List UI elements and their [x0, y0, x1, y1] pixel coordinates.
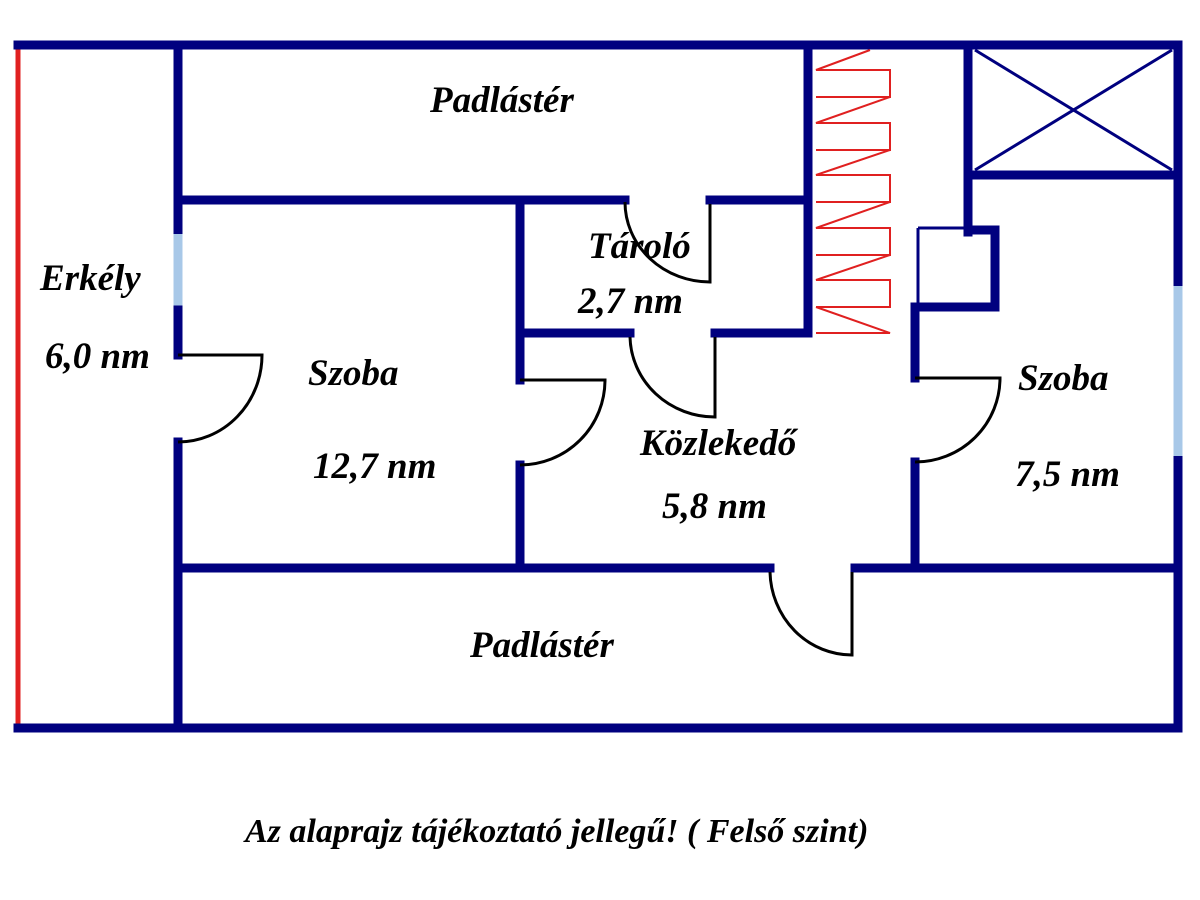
room-area-storage: 2,7 nm: [578, 281, 683, 322]
door-room-left: [519, 378, 607, 467]
room-label-attic-bottom: Padlástér: [470, 625, 614, 666]
room-label-storage: Tároló: [588, 226, 691, 267]
room-area-balcony: 6,0 nm: [45, 336, 150, 377]
room-area-room-left: 12,7 nm: [313, 446, 437, 487]
shaft-cross: [974, 48, 1173, 172]
door-balcony: [177, 353, 264, 444]
door-room-right: [914, 376, 1002, 464]
footer-note: Az alaprajz tájékoztató jellegű! ( Felső…: [245, 813, 869, 850]
room-label-attic-top: Padlástér: [430, 80, 574, 121]
room-label-room-left: Szoba: [308, 353, 399, 394]
room-label-balcony: Erkély: [40, 258, 141, 299]
room-area-room-right: 7,5 nm: [1015, 454, 1120, 495]
door-storage-top: [623, 201, 712, 284]
door-storage: [628, 336, 717, 419]
stairs: [815, 49, 891, 334]
door-attic-bottom: [768, 571, 854, 657]
room-label-hallway: Közlekedő: [640, 423, 797, 464]
room-label-room-right: Szoba: [1018, 358, 1109, 399]
room-area-hallway: 5,8 nm: [662, 486, 767, 527]
